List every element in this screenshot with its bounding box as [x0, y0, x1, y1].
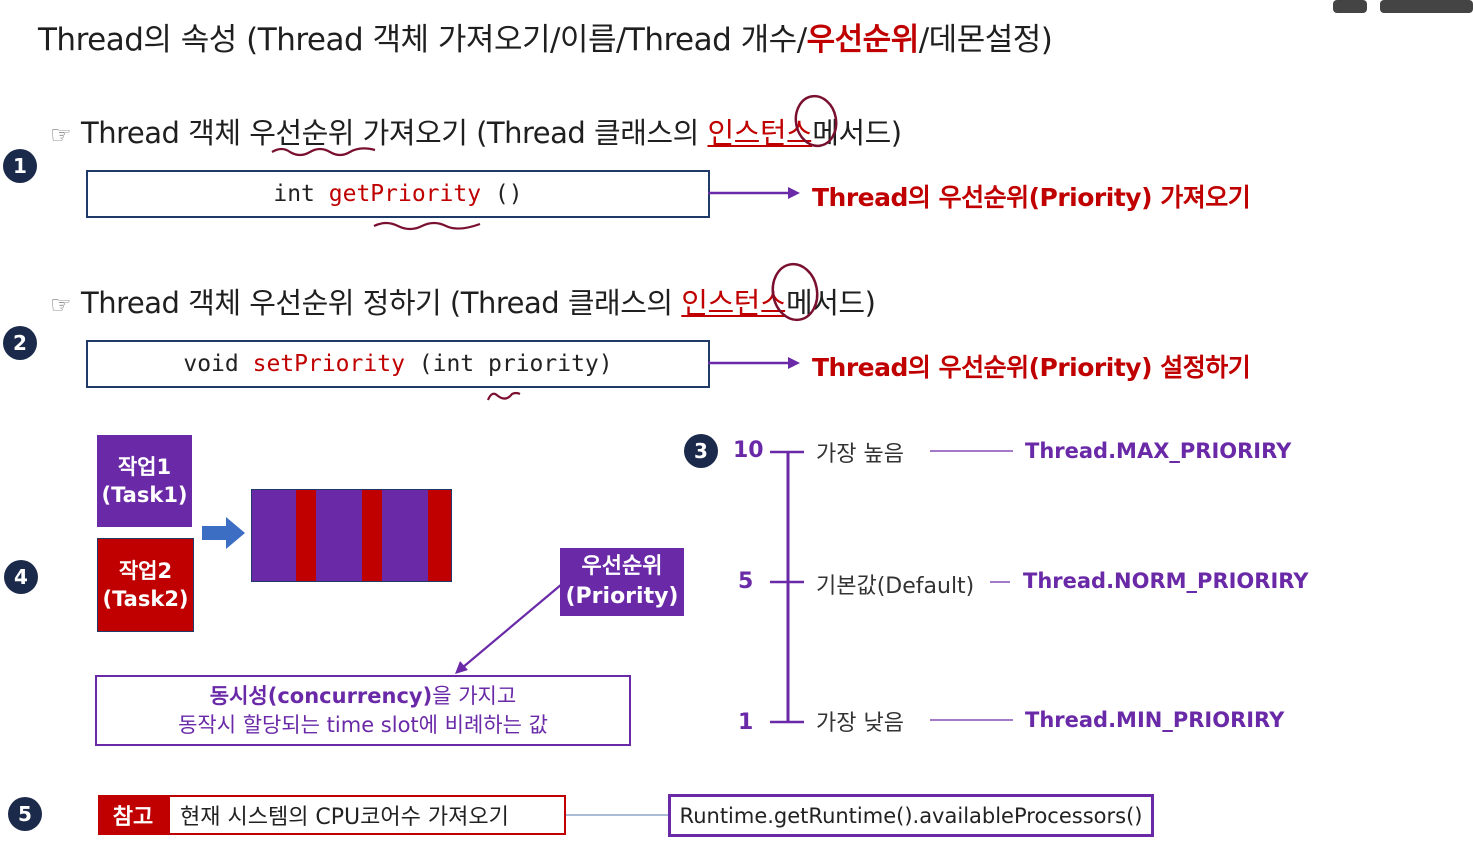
task1-box: 작업1 (Task1): [97, 435, 192, 527]
badge-1: 1: [3, 149, 37, 183]
task1-line2: (Task1): [101, 483, 188, 507]
code-args: (int priority): [404, 351, 613, 377]
section1-heading-prefix: Thread 객체 우선순위 가져오기 (Thread 클래스의: [81, 116, 708, 150]
time-slot-task1: [382, 490, 428, 581]
handwritten-underline: [271, 147, 376, 157]
arrow-line: [461, 583, 563, 669]
right-arrow-icon: [202, 517, 245, 549]
level-low-constant: Thread.MIN_PRIORIRY: [1025, 708, 1285, 732]
section2-heading: ☞ Thread 객체 우선순위 정하기 (Thread 클래스의 인스턴스메서드…: [50, 280, 876, 322]
level-low-label: 가장 낮음: [816, 711, 904, 736]
code-type: void: [183, 351, 253, 377]
section1-description: Thread의 우선순위(Priority) 가져오기: [812, 183, 1251, 212]
concurrency-term: 동시성(concurrency): [209, 684, 433, 709]
level-high-constant: Thread.MAX_PRIORIRY: [1025, 439, 1292, 463]
time-slot-task1: [316, 490, 362, 581]
concurrency-note-box: 동시성(concurrency)을 가지고 동작시 할당되는 time slot…: [95, 675, 631, 746]
arrowhead: [788, 357, 800, 369]
task1-line1: 작업1: [117, 454, 172, 479]
time-slot-bar: [251, 489, 452, 582]
section1-heading: ☞Thread 객체 우선순위 가져오기 (Thread 클래스의 인스턴스메서…: [50, 110, 902, 152]
title-suffix: /데몬설정): [918, 22, 1053, 58]
code-method: setPriority: [252, 351, 405, 377]
section2-heading-suffix: 메서드): [786, 286, 876, 320]
concurrency-line1: 동시성(concurrency)을 가지고: [97, 682, 629, 710]
task2-line2: (Task2): [102, 587, 189, 611]
level-default-label: 기본값(Default): [816, 574, 975, 599]
time-slot-task2: [362, 490, 382, 581]
time-slot-task2: [428, 490, 451, 581]
handwritten-circle: [771, 262, 819, 322]
time-slot-task2: [296, 490, 316, 581]
arrowhead: [788, 187, 800, 199]
task2-box: 작업2 (Task2): [97, 538, 194, 632]
title-highlight: 우선순위: [806, 22, 920, 58]
priority-line2: (Priority): [565, 584, 679, 609]
code-type: int: [273, 181, 329, 207]
section2-heading-highlight: 인스턴스: [681, 286, 787, 320]
reference-text-box: 현재 시스템의 CPU코어수 가져오기: [168, 795, 566, 835]
section1-heading-suffix: 메서드): [812, 116, 902, 150]
priority-line1: 우선순위: [581, 554, 663, 580]
page-title: Thread의 속성 (Thread 객체 가져오기/이름/Thread 개수/…: [38, 14, 1053, 59]
task2-line1: 작업2: [118, 558, 173, 583]
reference-tag: 참고: [98, 795, 168, 835]
level-low-value: 1: [738, 710, 754, 735]
concurrency-line1-rest: 을 가지고: [432, 684, 517, 709]
level-default-value: 5: [738, 569, 754, 594]
badge-2: 2: [3, 326, 37, 360]
arrowhead: [455, 661, 468, 674]
badge-5: 5: [8, 797, 42, 831]
pointing-hand-icon: ☞: [50, 121, 72, 149]
badge-4: 4: [4, 560, 38, 594]
code-args: (): [481, 181, 523, 207]
level-default-constant: Thread.NORM_PRIORIRY: [1023, 569, 1309, 593]
getpriority-code-box: int getPriority (): [86, 170, 710, 218]
setpriority-code-box: void setPriority (int priority): [86, 340, 710, 388]
runtime-code-box: Runtime.getRuntime().availableProcessors…: [668, 794, 1154, 837]
time-slot-task1: [252, 490, 296, 581]
badge-3: 3: [684, 434, 718, 468]
pointing-hand-icon: ☞: [50, 291, 72, 319]
handwritten-underline: [486, 391, 521, 401]
handwritten-circle: [794, 94, 838, 148]
section2-description: Thread의 우선순위(Priority) 설정하기: [812, 353, 1251, 382]
title-prefix: Thread의 속성 (Thread 객체 가져오기/이름/Thread 개수/: [38, 22, 807, 58]
code-method: getPriority: [328, 181, 482, 207]
player-time-fragment: [1380, 0, 1473, 13]
concurrency-line2: 동작시 할당되는 time slot에 비례하는 값: [178, 712, 548, 737]
level-high-value: 10: [733, 438, 764, 463]
player-control-fragment: [1333, 0, 1367, 13]
priority-box: 우선순위 (Priority): [560, 548, 684, 616]
handwritten-underline: [373, 221, 481, 231]
level-high-label: 가장 높음: [816, 442, 904, 467]
section2-heading-prefix: Thread 객체 우선순위 정하기 (Thread 클래스의: [81, 286, 682, 320]
